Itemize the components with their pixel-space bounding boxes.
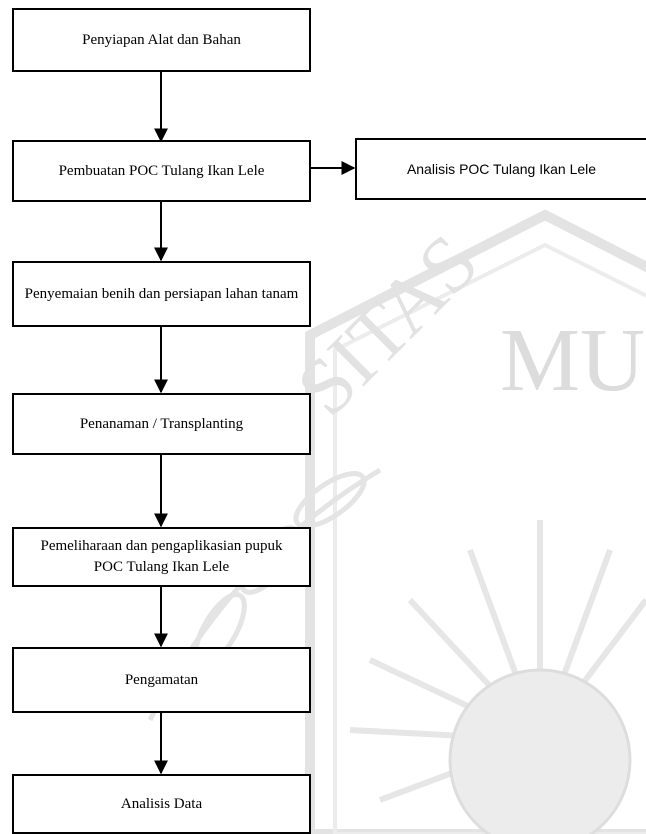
flowchart-step-3-label: Penyemaian benih dan persiapan lahan tan… <box>24 285 299 302</box>
flowchart-step-5-label: Pemeliharaan dan pengaplikasian pupuk PO… <box>40 538 283 575</box>
flowchart-step-2: Pembuatan POC Tulang Ikan Lele <box>12 140 311 202</box>
flowchart-side-step-label: Analisis POC Tulang Ikan Lele <box>406 160 597 177</box>
flowchart-step-4-label: Penanaman / Transplanting <box>79 415 244 432</box>
watermark-arc-text: MU <box>500 311 645 410</box>
flowchart-step-1: Penyiapan Alat dan Bahan <box>12 8 311 72</box>
flowchart-side-step: Analisis POC Tulang Ikan Lele <box>355 138 646 200</box>
flowchart-step-1-label: Penyiapan Alat dan Bahan <box>82 31 241 48</box>
flowchart-step-3: Penyemaian benih dan persiapan lahan tan… <box>12 261 311 327</box>
flowchart-step-6: Pengamatan <box>12 647 311 713</box>
emblem-circle-watermark <box>448 668 632 834</box>
flowchart-step-7-label: Analisis Data <box>120 795 203 812</box>
flowchart-step-7: Analisis Data <box>12 774 311 834</box>
flowchart-step-5: Pemeliharaan dan pengaplikasian pupuk PO… <box>12 527 311 587</box>
flowchart-step-2-label: Pembuatan POC Tulang Ikan Lele <box>58 162 265 179</box>
flowchart-step-6-label: Pengamatan <box>124 671 199 688</box>
flowchart-step-4: Penanaman / Transplanting <box>12 393 311 455</box>
